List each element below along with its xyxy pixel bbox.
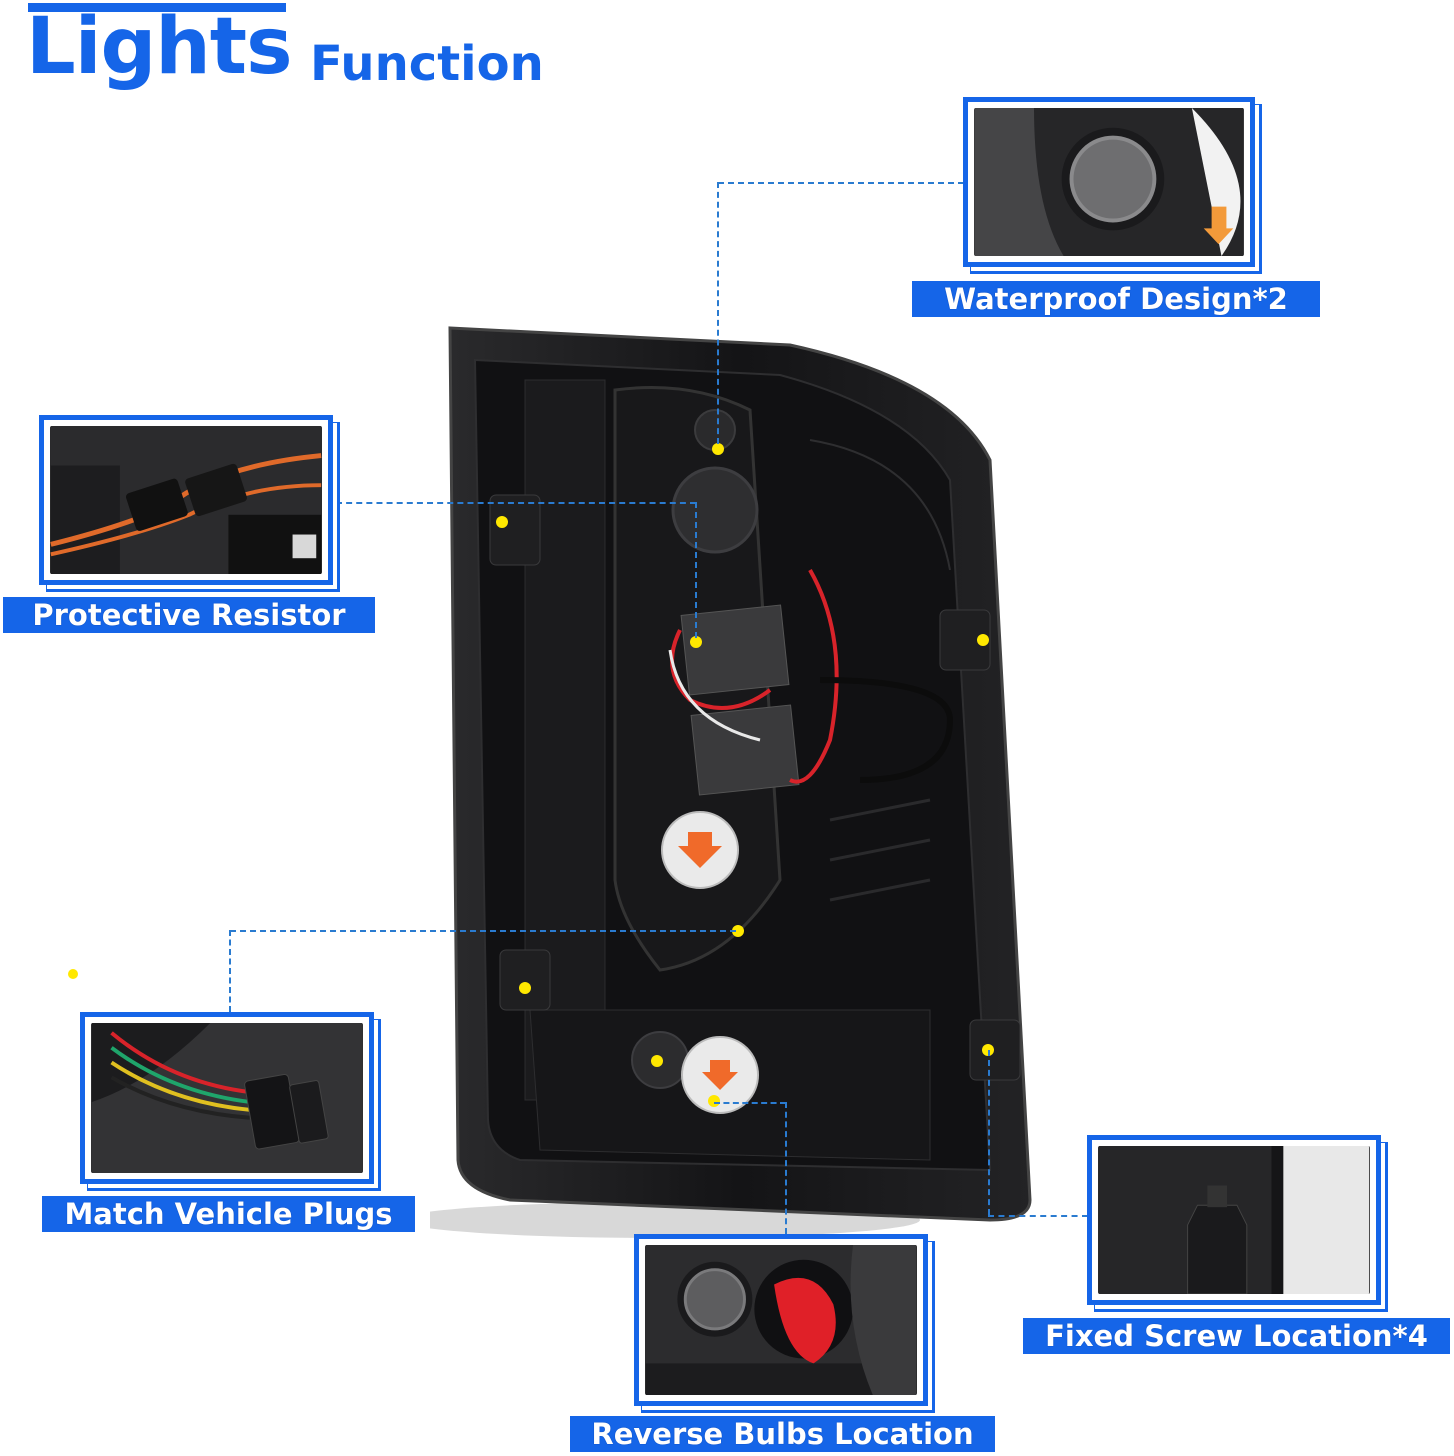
screws-closeup-image [1098,1146,1370,1294]
leader-reverse-v [785,1102,787,1234]
resistor-inset [39,415,333,585]
reverse-inset [634,1234,928,1406]
leader-resistor-h [336,502,696,504]
page-title: Lights [26,2,293,92]
resistor-closeup-image [50,426,322,574]
reverse-label: Reverse Bulbs Location [570,1416,995,1452]
plugs-closeup-image [91,1023,363,1173]
resistor-label: Protective Resistor [3,597,375,633]
waterproof-closeup-image [974,108,1244,256]
marker-dot-waterproof-lower [651,1055,663,1067]
reverse-closeup-image [645,1245,917,1395]
marker-dot-screw-top-left [496,516,508,528]
page-subtitle: Function [310,36,544,92]
leader-waterproof-h [718,182,964,184]
leader-screws-v [988,1050,990,1215]
leader-screws-h [988,1215,1088,1217]
leader-plugs-v [229,930,231,1012]
resistor-connector-graphic [50,426,322,574]
marker-dot-stray [68,969,78,979]
leader-resistor-v [695,502,697,638]
plugs-inset [80,1012,374,1184]
marker-dot-reverse [708,1095,720,1107]
waterproof-inset [963,97,1255,267]
marker-dot-resistor [690,636,702,648]
waterproof-cap-graphic [974,108,1244,256]
marker-dot-waterproof [712,443,724,455]
plug-connector-graphic [91,1023,363,1173]
plugs-label: Match Vehicle Plugs [42,1196,415,1232]
title-accent-bar [28,3,286,12]
screws-label: Fixed Screw Location*4 [1023,1318,1450,1354]
leader-plugs-h [230,930,736,932]
screws-inset [1087,1135,1381,1305]
marker-dot-screw-top-right [977,634,989,646]
marker-dot-plug [732,925,744,937]
marker-dot-screw-bottom-left [519,982,531,994]
leader-reverse-h [714,1102,786,1104]
tail-light-housing-image [430,326,1032,1238]
waterproof-label: Waterproof Design*2 [912,281,1320,317]
mounting-stud-graphic [1098,1146,1370,1294]
reverse-bulb-graphic [645,1245,917,1395]
leader-waterproof-v [717,182,719,444]
